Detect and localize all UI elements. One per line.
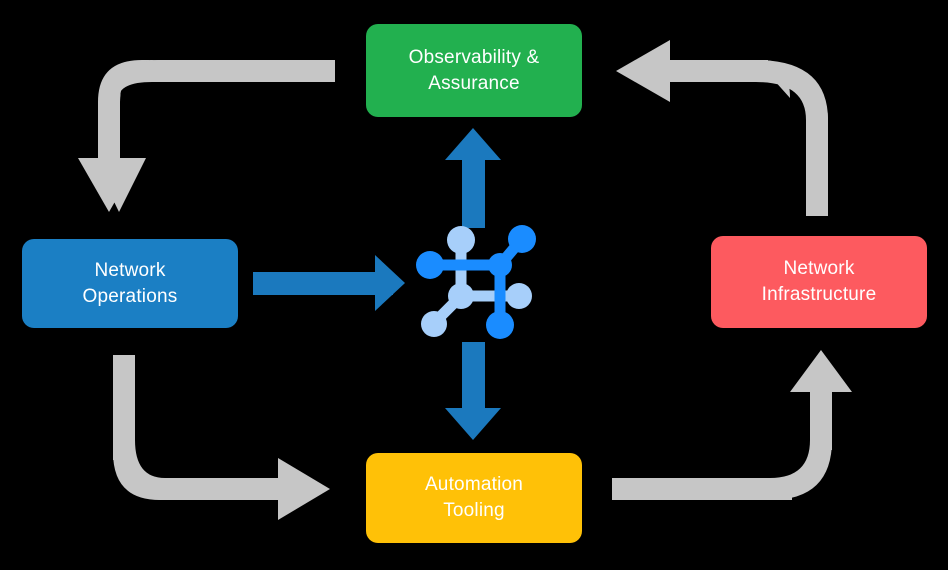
- icon-node-left: [416, 251, 444, 279]
- blue-arrow-right: [253, 255, 405, 311]
- gray-arrow-bottom-left: [113, 355, 330, 520]
- icon-node-mid-left: [448, 283, 474, 309]
- icon-links-dark: [430, 236, 526, 324]
- blue-arrow-down: [445, 342, 501, 440]
- node-network-infrastructure[interactable]: Network Infrastructure: [711, 236, 927, 328]
- icon-node-top: [447, 226, 475, 254]
- node-observability-assurance[interactable]: Observability & Assurance: [366, 24, 582, 117]
- icon-node-hub: [488, 253, 512, 277]
- icon-node-bottom-left: [421, 311, 447, 337]
- node-automation-tooling[interactable]: Automation Tooling: [366, 453, 582, 543]
- icon-node-bottom: [486, 311, 514, 339]
- gray-arrow-bottom-right: [612, 350, 852, 500]
- gray-arrow-top-left: [78, 60, 335, 212]
- icon-node-top-right: [508, 225, 536, 253]
- gray-arrow-top-right: [616, 40, 828, 216]
- icon-node-right: [506, 283, 532, 309]
- blue-arrow-up: [445, 128, 501, 228]
- icon-links-light: [430, 243, 516, 327]
- node-network-operations[interactable]: Network Operations: [22, 239, 238, 328]
